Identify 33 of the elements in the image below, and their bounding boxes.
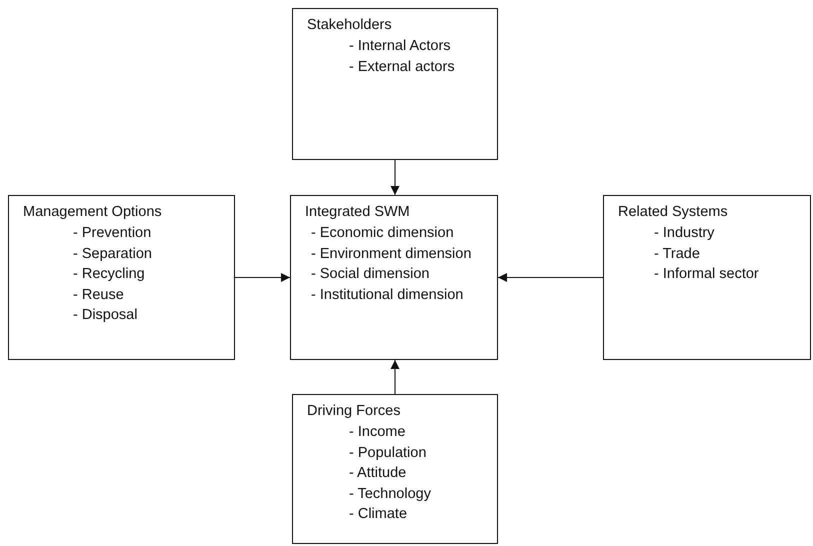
arrow xyxy=(498,273,604,282)
arrow xyxy=(390,360,400,394)
list-item: - Industry xyxy=(654,224,716,243)
box-heading: Management Options xyxy=(23,203,163,222)
list-item: - Recycling xyxy=(73,265,146,284)
text-box xyxy=(292,8,498,160)
box-heading: Related Systems xyxy=(618,203,729,222)
list-item: - Trade xyxy=(654,244,701,264)
text-box xyxy=(8,195,235,360)
list-item: - Technology xyxy=(349,484,432,504)
box-heading: Driving Forces xyxy=(307,402,402,421)
box-heading: Stakeholders xyxy=(307,16,393,35)
list-item: - Climate xyxy=(349,505,408,524)
list-item: - Population xyxy=(349,444,428,462)
list-item: - Economic dimension xyxy=(311,224,455,243)
text-box xyxy=(290,195,498,360)
list-item: - Social dimension xyxy=(311,265,430,284)
text-box xyxy=(292,394,498,544)
text-box xyxy=(603,195,811,360)
arrow xyxy=(234,273,290,282)
list-item: - Disposal xyxy=(73,306,138,325)
box-heading: Integrated SWM xyxy=(305,203,411,222)
list-item: - Internal Actors xyxy=(349,37,452,56)
list-item: - Informal sector xyxy=(654,265,760,284)
list-item: - Separation xyxy=(73,244,153,264)
arrow xyxy=(390,160,400,196)
list-item: - Income xyxy=(349,423,406,442)
list-item: - External actors xyxy=(349,58,456,76)
list-item: - Reuse xyxy=(73,286,125,304)
list-item: - Environment dimension xyxy=(311,244,472,264)
list-item: - Attitude xyxy=(349,464,408,483)
list-item: - Institutional dimension xyxy=(311,286,464,304)
list-item: - Prevention xyxy=(73,224,152,243)
